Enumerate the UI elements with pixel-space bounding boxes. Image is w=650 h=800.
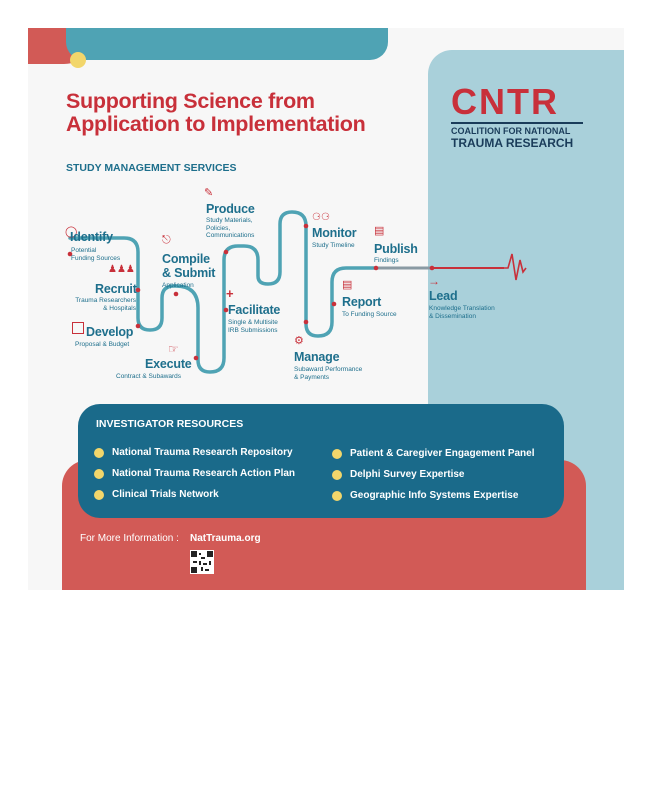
resource-item: National Trauma Research Action Plan [112, 468, 296, 479]
step-lead-title: Lead [429, 289, 458, 303]
logo-line-1: COALITION FOR NATIONAL [451, 126, 571, 136]
footer-label: For More Information : [80, 533, 179, 544]
blocks-icon [72, 322, 84, 334]
headline: Supporting Science from Application to I… [66, 89, 366, 136]
resource-bullet [94, 469, 104, 479]
pointing-hand-icon: ☞ [168, 342, 179, 356]
poster: Supporting Science from Application to I… [28, 28, 624, 590]
arrow-icon: → [428, 274, 440, 288]
top-yellow-dot [70, 52, 86, 68]
step-identify-title: Identify [70, 230, 113, 244]
step-execute-title: Execute [145, 357, 192, 371]
headline-line-1: Supporting Science from [66, 89, 315, 113]
step-produce-sub: Study Materials, Policies, Communication… [206, 217, 255, 239]
step-recruit-sub: Trauma Researchers & Hospitals [75, 297, 136, 312]
resource-item: Clinical Trials Network [112, 489, 219, 500]
resource-bullet [332, 449, 342, 459]
cntr-logo: CNTR COALITION FOR NATIONAL TRAUMA RESEA… [451, 84, 591, 150]
logo-divider [451, 122, 583, 124]
resources-box: INVESTIGATOR RESOURCES National Trauma R… [78, 404, 564, 518]
step-identify-sub: Potential Funding Sources [71, 247, 121, 262]
step-publish-title: Publish [374, 242, 418, 256]
step-produce-title: Produce [206, 202, 255, 216]
upload-icon: ⎋ [162, 234, 171, 246]
logo-line-2: TRAUMA RESEARCH [451, 136, 574, 150]
step-monitor-sub: Study Timeline [312, 242, 355, 249]
step-report-sub: To Funding Source [342, 311, 397, 318]
resource-item: National Trauma Research Repository [112, 447, 293, 458]
resource-item: Geographic Info Systems Expertise [350, 490, 519, 501]
step-facilitate-title: Facilitate [228, 303, 281, 317]
top-teal-bar [66, 28, 388, 60]
glasses-icon: ⚆⚆ [312, 212, 330, 223]
step-recruit-title: Recruit [95, 282, 137, 296]
medical-cross-icon: + [226, 286, 234, 301]
qr-code-graphic [191, 551, 213, 573]
resource-bullet [332, 491, 342, 501]
website-link[interactable]: NatTrauma.org [190, 533, 261, 544]
lightbulb-icon: ◯ [65, 226, 78, 238]
step-compile-title: Compile & Submit [162, 252, 216, 280]
resource-item: Patient & Caregiver Engagement Panel [350, 448, 535, 459]
step-execute-sub: Contract & Subawards [116, 373, 182, 380]
logo-acronym: CNTR [451, 81, 559, 122]
step-publish-sub: Findings [374, 257, 399, 264]
resource-bullet [332, 470, 342, 480]
report-icon: ▤ [342, 279, 353, 291]
step-compile-sub: Application [162, 282, 194, 289]
path-markers [67, 223, 435, 361]
resource-bullet [94, 490, 104, 500]
resource-bullet [94, 448, 104, 458]
qr-code[interactable] [190, 550, 214, 574]
step-manage-sub: Subaward Performance & Payments [294, 366, 363, 381]
people-icon: ♟♟♟ [108, 264, 135, 275]
step-develop-title: Develop [86, 325, 134, 339]
resources-heading: INVESTIGATOR RESOURCES [96, 418, 244, 430]
step-lead-sub: Knowledge Translation & Dissemination [429, 305, 495, 320]
step-develop-sub: Proposal & Budget [75, 341, 130, 348]
step-manage-title: Manage [294, 350, 340, 364]
process-path [67, 210, 527, 374]
step-facilitate-sub: Single & Multisite IRB Submissions [228, 319, 278, 334]
document-icon: ▤ [374, 225, 385, 237]
step-monitor-title: Monitor [312, 226, 357, 240]
step-report-title: Report [342, 295, 382, 309]
headline-line-2: Application to Implementation [66, 112, 366, 136]
gears-icon: ⚙ [294, 335, 304, 347]
section-label: STUDY MANAGEMENT SERVICES [66, 162, 237, 174]
resource-item: Delphi Survey Expertise [350, 469, 465, 480]
pencil-icon: ✎ [204, 187, 214, 199]
